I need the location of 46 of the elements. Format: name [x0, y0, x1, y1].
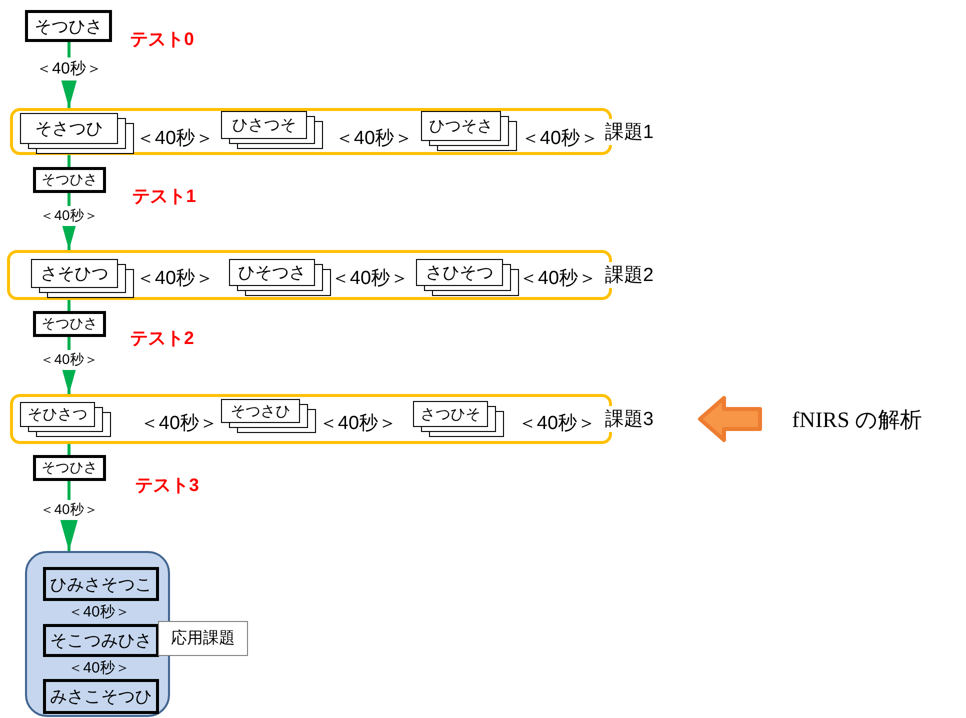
card-stack: [31, 259, 134, 298]
card-text: ひそつさ: [238, 262, 306, 284]
connector-line: [68, 444, 70, 455]
duration-label: ＜40秒＞: [136, 127, 214, 151]
task-label: 課題3: [603, 406, 656, 432]
analysis-text: fNIRS の解析: [792, 403, 964, 437]
task-label: 課題2: [603, 262, 656, 288]
duration-label: ＜40秒＞: [140, 412, 218, 436]
duration-label: ＜40秒＞: [518, 267, 598, 291]
card-stack: [20, 113, 134, 154]
card-stack: [20, 402, 111, 437]
card-stack: [221, 399, 316, 433]
card-stack: [221, 111, 323, 149]
test-label: テスト3: [135, 474, 200, 497]
task-box: そこつみひさ: [43, 624, 159, 657]
card-text: そつさひ: [230, 402, 290, 420]
tag-box: 応用課題: [158, 621, 248, 656]
card-text: さそひつ: [40, 263, 108, 285]
card-text: さひそつ: [426, 262, 494, 284]
duration-label: ＜40秒＞: [334, 127, 414, 151]
duration-label: ＜40秒＞: [520, 127, 600, 151]
connector-line: [68, 155, 70, 167]
test-label: テスト0: [130, 28, 194, 51]
connector-line: [68, 300, 70, 311]
duration-label: ＜40秒＞: [68, 602, 130, 622]
duration-label: ＜40秒＞: [136, 267, 214, 291]
card-text: さつひそ: [420, 404, 480, 424]
card-stack: [229, 259, 331, 296]
duration-label: ＜40秒＞: [518, 412, 596, 436]
card-stack: [421, 111, 517, 151]
group-panel: [25, 551, 170, 717]
card-text: ひさつそ: [232, 116, 296, 136]
test-label: テスト2: [130, 327, 194, 350]
card-text: そさつひ: [35, 118, 103, 140]
task-box: みさこそつひ: [43, 679, 159, 714]
task-box: ひみさそつこ: [43, 567, 159, 601]
card-text: ひつそさ: [429, 116, 493, 136]
card-text: そひさつ: [28, 405, 88, 424]
duration-label: ＜40秒＞: [330, 267, 410, 291]
duration-label: ＜40秒＞: [68, 658, 130, 678]
task-label: 課題1: [603, 118, 656, 144]
block-arrow: [698, 396, 762, 442]
test-label: テスト1: [132, 185, 196, 208]
duration-label: ＜40秒＞: [318, 412, 398, 436]
card-stack: [416, 259, 519, 296]
card-stack: [413, 401, 504, 437]
